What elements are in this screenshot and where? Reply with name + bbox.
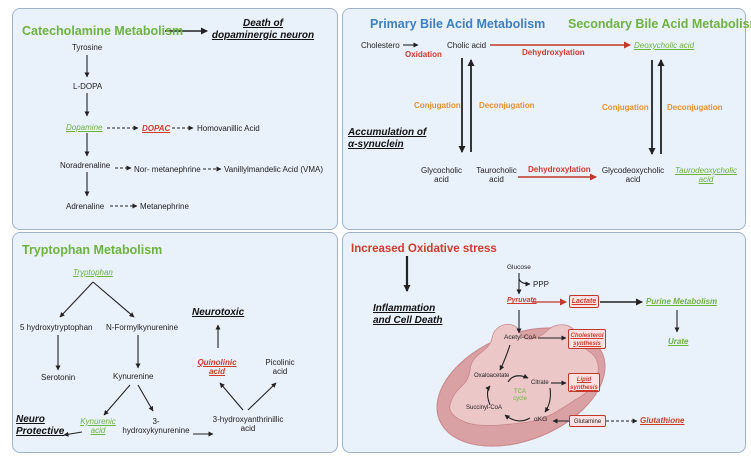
secondary-bile-title: Secondary Bile Acid Metabolism [568,17,751,31]
adrenaline-label: Adrenaline [66,202,105,211]
oxaloacetate-label: Oxaloacetate [474,373,510,379]
dopamine-label: Dopamine [66,123,103,132]
dehydroxylation-bottom-label: Dehydroxylation [528,165,591,174]
normetanephrine-label: Nor- metanephrine [134,165,201,174]
deconjugation-left-label: Deconjugation [479,101,535,110]
glutamine-box: Glutamine [569,415,606,427]
lipid-synthesis-box: Lipid synthesis [568,373,600,392]
tryptophan-panel [12,232,338,453]
lactate-label: Lactate [571,298,597,305]
oxidation-label: Oxidation [405,50,442,59]
tyrosine-label: Tyrosine [72,43,103,52]
deconjugation-right-label: Deconjugation [667,103,723,112]
cholic-acid-label: Cholic acid [447,41,487,50]
vma-label: Vanillylmandelic Acid (VMA) [224,165,323,174]
catecholamine-title: Catecholamine Metabolism [22,24,184,38]
kynurenine-label: Kynurenine [113,372,154,381]
catecholamine-panel [12,8,338,230]
ldopa-label: L-DOPA [73,82,103,91]
succinyl-coa-label: Succinyl-CoA [466,405,503,411]
kynurenic-acid-label: Kynurenic acid [80,417,116,436]
conjugation-left-label: Conjugation [414,101,461,110]
urate-label: Urate [668,337,689,346]
bile-acid-arrows [403,41,665,181]
lactate-box: Lactate [569,295,599,308]
conjugation-right-label: Conjugation [602,103,649,112]
hva-label: Homovanillic Acid [197,124,260,133]
glutamine-label: Glutamine [573,419,602,425]
oxidative-arrows [403,256,680,424]
accumulation-label: Accumulation of α-synuclein [348,127,427,150]
tca-label: TCA cycle [513,389,527,402]
neuro-protective-label: Neuro Protective [16,414,65,437]
glycodeoxycholic-acid-label: Glycodeoxycholic acid [601,166,665,185]
tryptophan-title: Tryptophan Metabolism [22,243,163,257]
hydroxytryptophan-label: 5 hydroxytryptophan [20,323,93,332]
hydroxyanthranilic-label: 3-hydroxyanthrinillic acid [212,415,284,434]
catecholamine-arrows [84,27,222,209]
inflammation-label: Inflammation and Cell Death [373,303,443,326]
cholesterol-synthesis-label: Cholesterol synthesis [570,333,604,347]
dehydroxylation-top-label: Dehydroxylation [522,48,585,57]
noradrenaline-label: Noradrenaline [60,161,111,170]
picolinic-acid-label: Picolinic acid [265,358,295,377]
cholesterol-label: Cholestero [361,41,400,50]
oxidative-title: Increased Oxidative stress [351,243,497,255]
primary-bile-title: Primary Bile Acid Metabolism [370,17,546,31]
serotonin-label: Serotonin [41,373,76,382]
tryptophan-arrows [55,281,277,437]
taurodeoxycholic-acid-label: Taurodeoxycholic acid [675,166,737,185]
neurotoxic-label: Neurotoxic [192,307,245,318]
glutathione-label: Glutathione [640,416,685,425]
pyruvate-label: Pyruvate [507,297,537,304]
acetyl-coa-label: Acetyl-CoA [504,334,537,341]
deoxycholic-acid-label: Deoxycholic acid [634,41,695,50]
quinolinic-acid-label: Quinolinic acid [197,358,237,377]
metanephrine-label: Metanephrine [140,202,189,211]
lipid-synthesis-label: Lipid synthesis [570,377,598,391]
tryptophan-label: Tryptophan [73,268,113,277]
death-label: Death of dopaminergic neuron [211,18,315,41]
taurocholic-acid-label: Taurocholic acid [476,166,517,185]
glycocholic-acid-label: Glycocholic acid [421,166,462,185]
dopac-label: DOPAC [142,124,171,133]
ppp-label: PPP [533,280,550,289]
glucose-label: Glucose [507,264,531,271]
citrate-label: Citrate [531,380,549,386]
akg-label: αKG [534,416,548,423]
hydroxykynurenine-label: 3-hydroxykynurenine [122,417,190,436]
cholesterol-synthesis-box: Cholesterol synthesis [568,329,606,349]
formylkynurenine-label: N-Formylkynurenine [106,323,179,332]
purine-label: Purine Metabolism [646,297,718,306]
